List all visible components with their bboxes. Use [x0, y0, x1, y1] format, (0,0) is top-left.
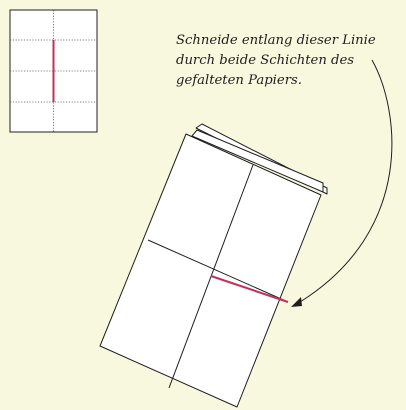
instruction-line-2: durch beide Schichten des — [176, 53, 355, 68]
arrow-curve — [299, 59, 393, 303]
folded-paper — [99, 123, 328, 408]
middle-layer — [191, 129, 324, 193]
instruction-line-3: gefalteten Papiers. — [176, 73, 302, 88]
arrowhead-icon — [291, 297, 302, 307]
unfolded-sheet-thumbnail — [9, 9, 98, 133]
pointer-arrow — [291, 59, 393, 307]
paper-horizontal-fold — [147, 239, 289, 303]
front-layer — [99, 133, 322, 408]
instruction-line-1: Schneide entlang dieser Linie — [176, 33, 376, 48]
cut-line — [210, 275, 289, 303]
